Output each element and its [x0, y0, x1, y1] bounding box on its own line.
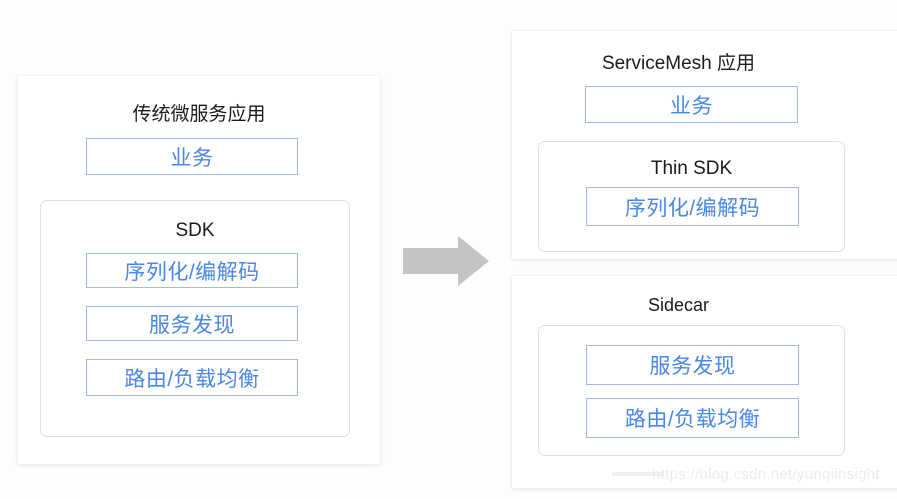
legacy-business-box: 业务 — [86, 138, 298, 175]
legacy-app-title: 传统微服务应用 — [132, 104, 266, 125]
sidecar-card: Sidecar 服务发现 路由/负载均衡 — [512, 276, 897, 488]
sidecar-item-service-discovery: 服务发现 — [586, 345, 799, 385]
sidecar-item-routing-load-balance: 路由/负载均衡 — [586, 398, 799, 438]
right-arrow-icon — [403, 236, 489, 286]
sidecar-container: 服务发现 路由/负载均衡 — [538, 325, 845, 456]
legacy-sdk-container: SDK 序列化/编解码 服务发现 路由/负载均衡 — [40, 200, 350, 437]
legacy-sdk-item-serialization: 序列化/编解码 — [86, 253, 298, 288]
watermark-bar — [612, 472, 664, 476]
mesh-business-box: 业务 — [585, 86, 798, 123]
sidecar-title: Sidecar — [647, 295, 710, 315]
legacy-sdk-item-service-discovery: 服务发现 — [86, 306, 298, 341]
thin-sdk-title: Thin SDK — [650, 158, 733, 179]
servicemesh-app-card: ServiceMesh 应用 业务 Thin SDK 序列化/编解码 — [512, 31, 897, 259]
servicemesh-app-title: ServiceMesh 应用 — [601, 53, 756, 74]
legacy-sdk-title: SDK — [175, 220, 215, 241]
legacy-app-card: 传统微服务应用 业务 SDK 序列化/编解码 服务发现 路由/负载均衡 — [18, 76, 380, 464]
watermark-text: https://blog.csdn.net/yunqiinsight — [652, 466, 880, 483]
legacy-sdk-item-routing-load-balance: 路由/负载均衡 — [86, 359, 298, 396]
thin-sdk-container: Thin SDK 序列化/编解码 — [538, 141, 845, 252]
thin-sdk-item-serialization: 序列化/编解码 — [586, 187, 799, 226]
